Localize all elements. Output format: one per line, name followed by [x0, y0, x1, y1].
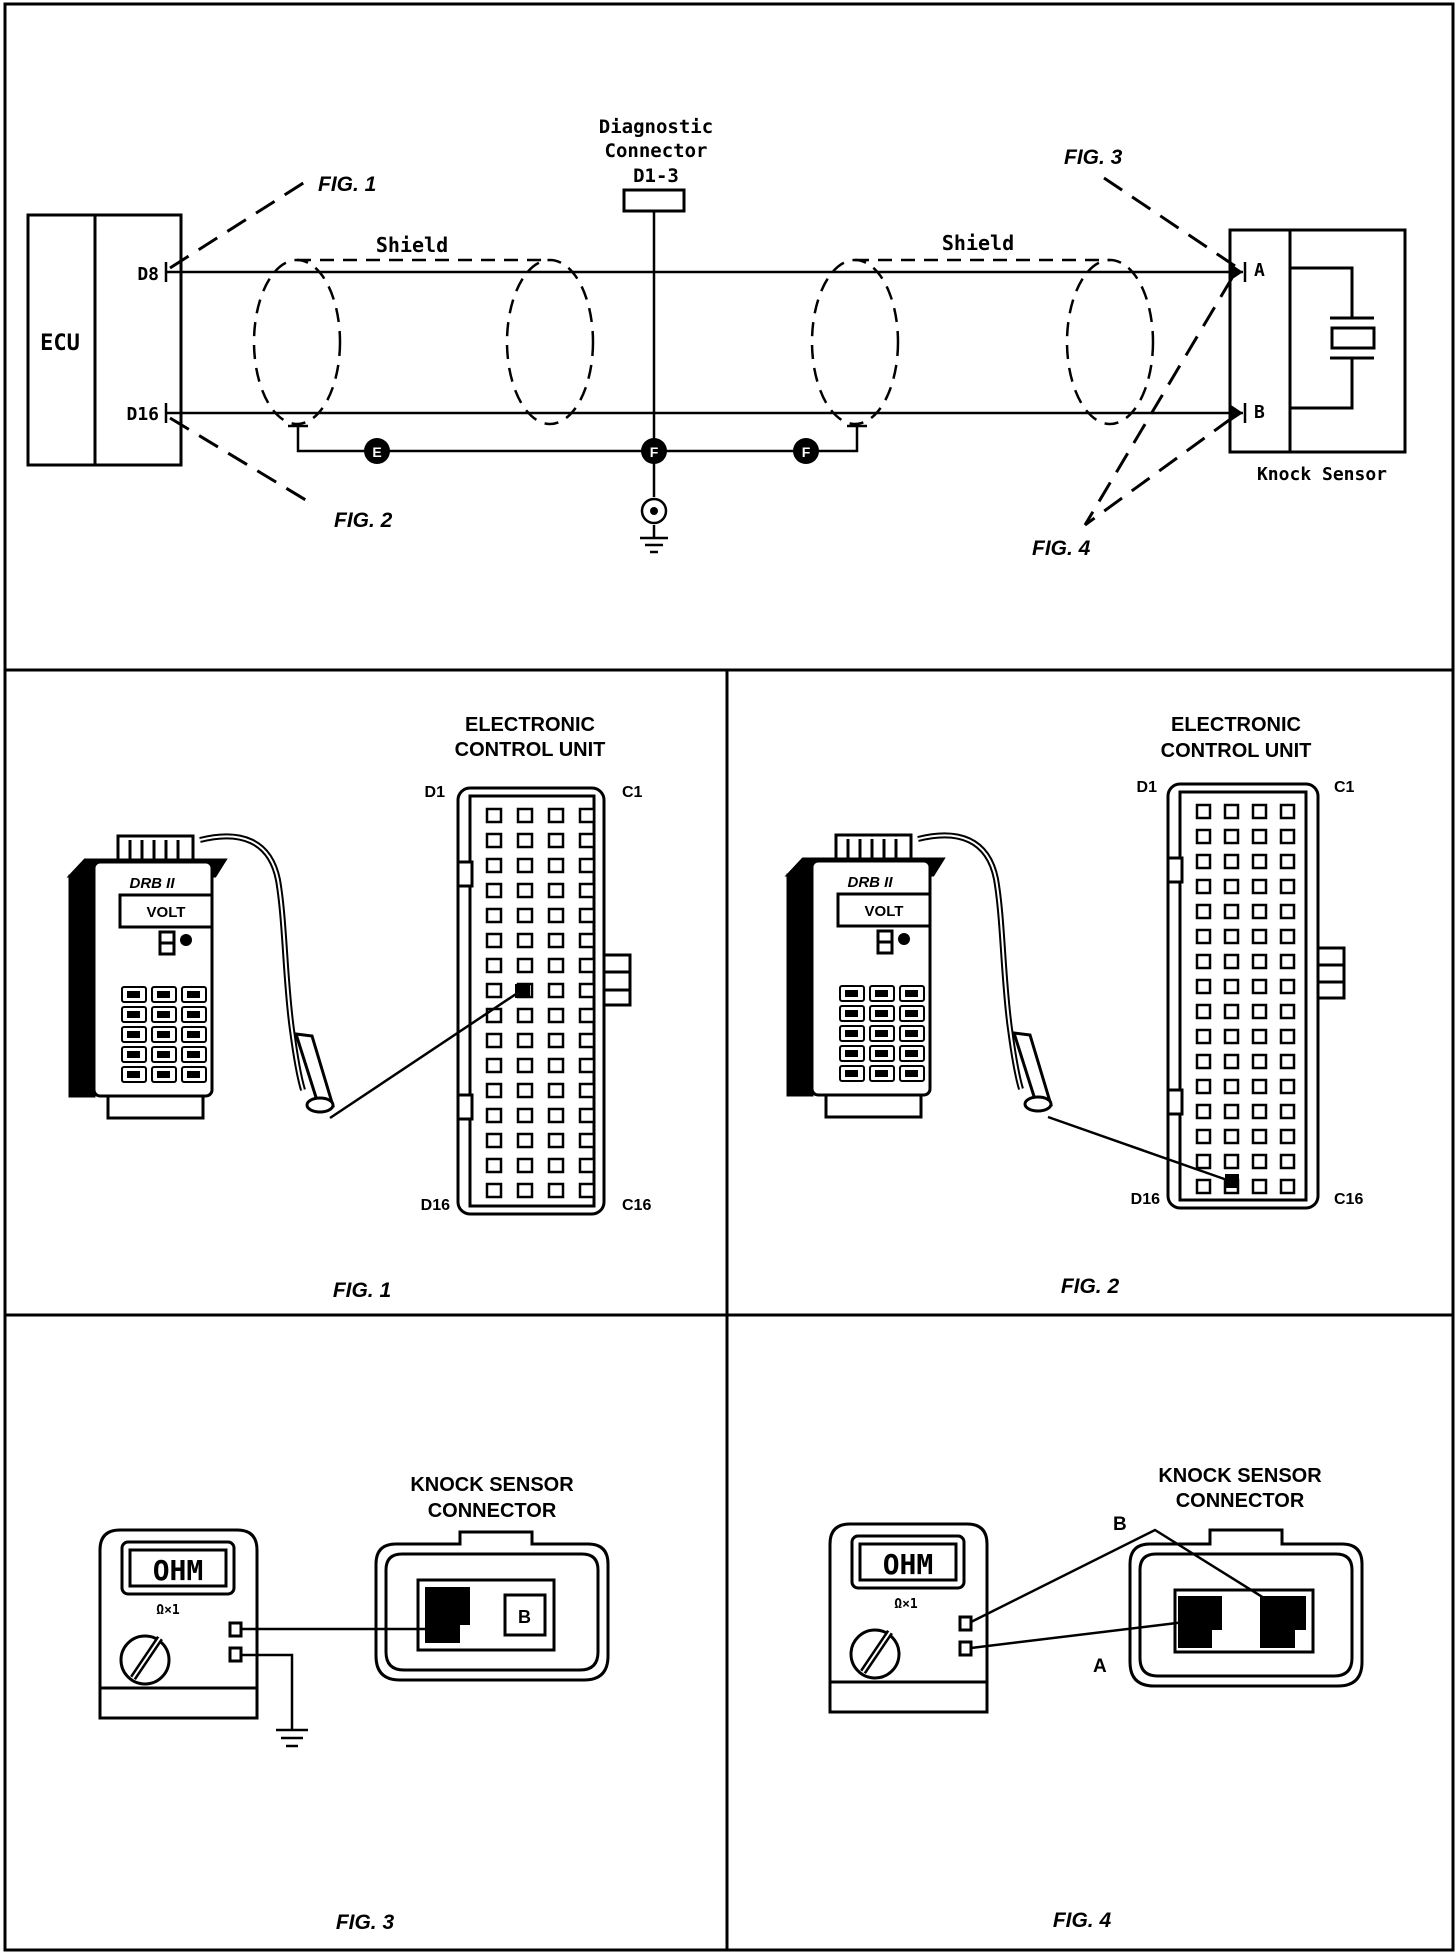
fig3-ohmmeter: [98, 1528, 259, 1720]
splice-f-center-label: F: [650, 444, 659, 460]
fig4-title-2: CONNECTOR: [1176, 1490, 1305, 1512]
fig1-corner-d1: D1: [425, 784, 446, 801]
splice-f-right: [793, 438, 819, 464]
callout-fig3: FIG. 3: [1064, 146, 1123, 169]
fig2-tester-brand: DRB II: [848, 874, 894, 891]
fig2-corner-c16: C16: [1334, 1191, 1363, 1208]
fig2-tester-logo-icon: [898, 933, 910, 945]
arrow-pin-b: [1231, 405, 1243, 421]
panel-frames: [3, 2, 1455, 1952]
fig1-probe-guard: [305, 1096, 335, 1114]
fig1-pin-grid: [484, 806, 608, 1206]
fig4-terminal-a: [1178, 1596, 1222, 1648]
fig3-title-1: KNOCK SENSOR: [410, 1474, 574, 1496]
fig1-title-1: ELECTRONIC: [465, 714, 595, 736]
fig3-title-2: CONNECTOR: [428, 1500, 557, 1522]
callout-leaders: [169, 176, 1236, 527]
diag-title-2: Connector: [605, 140, 708, 162]
fig1-tester-logo-icon: [180, 934, 192, 946]
fig2-pin-grid: [1194, 802, 1306, 1202]
fig3-meter-range: Ω×1: [156, 1603, 180, 1618]
fig4-panel: KNOCK SENSOR CONNECTOR OHM Ω×1 B A: [828, 1465, 1364, 1932]
fig4-caption: FIG. 4: [1053, 1909, 1112, 1932]
sensor-pin-b: B: [1254, 402, 1265, 423]
signal-wires: [164, 262, 1247, 423]
fig4-title-1: KNOCK SENSOR: [1158, 1465, 1322, 1487]
fig2-probe-guard: [1023, 1095, 1053, 1113]
callout-fig2: FIG. 2: [334, 509, 393, 532]
fig2-panel: ELECTRONIC CONTROL UNIT D1 C1 D16 C16: [784, 714, 1363, 1298]
splice-e-label: E: [372, 444, 381, 460]
fig1-tester-keypad: [120, 985, 210, 1085]
splice-f-center: [641, 438, 667, 464]
fig2-probe-wire: [1047, 1115, 1231, 1183]
fig4-label-b: B: [1113, 1514, 1127, 1535]
fig2-tester-keypad: [838, 984, 928, 1084]
fig4-ohmmeter: [828, 1522, 989, 1714]
fig2-title-2: CONTROL UNIT: [1161, 740, 1312, 762]
fig2-caption: FIG. 2: [1061, 1275, 1120, 1298]
fig1-corner-c16: C16: [622, 1197, 651, 1214]
wiring-schematic: ECU D8 D16 A B Knock Sensor: [26, 116, 1407, 560]
fig3-leads: [241, 1627, 430, 1748]
fig2-probed-pin: [1225, 1174, 1239, 1188]
shield-right: [810, 258, 1155, 426]
fig3-caption: FIG. 3: [336, 1911, 395, 1934]
fig3-terminal-a: [425, 1587, 470, 1643]
fig1-probe-wire: [329, 988, 523, 1120]
fig2-corner-c1: C1: [1334, 779, 1355, 796]
fig3-meter-display: OHM: [153, 1554, 204, 1587]
fig1-title-2: CONTROL UNIT: [455, 739, 606, 761]
ecu-block: [26, 213, 183, 467]
splice-e: [364, 438, 390, 464]
diagnostic-connector: [622, 188, 686, 213]
fig2-corner-d16: D16: [1131, 1191, 1160, 1208]
ecu-label: ECU: [40, 331, 80, 356]
diag-title-1: Diagnostic: [599, 116, 713, 138]
fig3-terminal-b-label: B: [518, 1607, 531, 1627]
knock-sensor-block: [1228, 228, 1407, 454]
fig2-title-1: ELECTRONIC: [1171, 714, 1301, 736]
fig1-tester-mode: VOLT: [147, 904, 186, 921]
ecu-pin-d16: D16: [126, 404, 159, 425]
sensor-pin-a: A: [1254, 260, 1265, 281]
fig2-corner-d1: D1: [1137, 779, 1158, 796]
shield-right-label: Shield: [942, 231, 1014, 255]
fig1-tester-brand: DRB II: [130, 875, 176, 892]
fig4-meter-display: OHM: [883, 1548, 934, 1581]
fig4-terminal-b: [1260, 1596, 1306, 1648]
fig4-label-a: A: [1093, 1656, 1107, 1677]
ecu-pin-d8: D8: [137, 264, 159, 285]
fig4-leads: [970, 1528, 1281, 1650]
fig4-sensor-connector: [1128, 1528, 1364, 1688]
fig2-tester-mode: VOLT: [865, 903, 904, 920]
fig4-meter-range: Ω×1: [894, 1597, 918, 1612]
shield-left: [252, 258, 595, 426]
fig3-panel: KNOCK SENSOR CONNECTOR OHM Ω×1 B: [98, 1474, 610, 1934]
splice-f-right-label: F: [802, 444, 811, 460]
fig3-sensor-connector: [374, 1530, 610, 1682]
arrow-pin-a: [1231, 264, 1243, 280]
knock-sensor-label: Knock Sensor: [1257, 464, 1387, 485]
fig1-corner-d16: D16: [421, 1197, 450, 1214]
drain-wire: [288, 190, 867, 554]
callout-fig4: FIG. 4: [1032, 537, 1091, 560]
callout-fig1: FIG. 1: [318, 173, 376, 196]
shield-left-label: Shield: [376, 233, 448, 257]
fig1-corner-c1: C1: [622, 784, 643, 801]
fig1-panel: ELECTRONIC CONTROL UNIT D1 C1 D16 C16: [66, 714, 651, 1302]
diag-pin-label: D1-3: [633, 165, 679, 187]
fig1-caption: FIG. 1: [333, 1279, 391, 1302]
